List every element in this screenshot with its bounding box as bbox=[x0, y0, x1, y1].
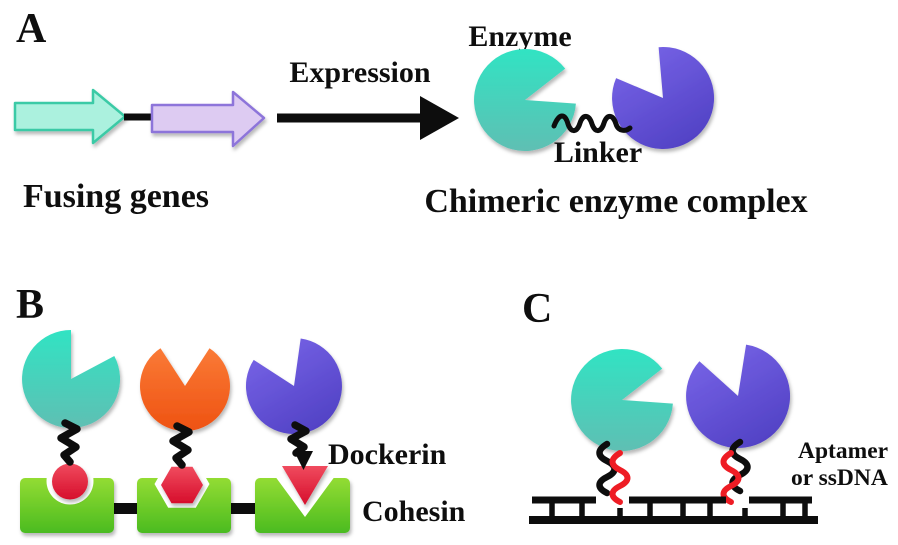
enzyme-pacman-purple-icon bbox=[686, 344, 791, 448]
fusing-genes-label: Fusing genes bbox=[23, 178, 209, 215]
enzyme-label: Enzyme bbox=[468, 20, 571, 53]
dockerin-circle-icon bbox=[52, 463, 88, 500]
enzyme-pacman-teal-icon bbox=[571, 349, 673, 452]
linker-squiggle-icon bbox=[551, 113, 633, 134]
chimeric-complex-caption: Chimeric enzyme complex bbox=[424, 183, 807, 220]
expression-label: Expression bbox=[289, 56, 430, 89]
dockerin-label: Dockerin bbox=[328, 438, 447, 471]
cohesin-connector-bar bbox=[112, 503, 140, 514]
gene-arrow-purple-icon bbox=[150, 90, 266, 148]
cohesin-connector-bar bbox=[228, 503, 258, 514]
enzyme-pacman-orange-icon bbox=[140, 348, 231, 432]
enzyme-pacman-teal-icon bbox=[22, 330, 121, 428]
aptamer-squiggle-red-icon bbox=[609, 450, 631, 505]
panel-a-letter: A bbox=[16, 6, 47, 52]
panel-c-letter: C bbox=[522, 286, 552, 332]
panel-b: B Dockerin Cohesin bbox=[16, 282, 466, 533]
dna-scaffold bbox=[529, 496, 818, 524]
linker-label: Linker bbox=[554, 136, 642, 169]
aptamer-label-line1: Aptamer bbox=[798, 438, 888, 464]
enzyme-pacman-purple-icon bbox=[245, 338, 342, 435]
dockerin-linker-squiggle-icon bbox=[287, 421, 310, 457]
enzyme-pacman-teal-icon bbox=[474, 49, 576, 152]
dockerin-hexagon-icon bbox=[161, 466, 203, 504]
panel-b-letter: B bbox=[16, 282, 44, 328]
panel-c: C Aptamer or ssDNA bbox=[522, 286, 888, 524]
aptamer-squiggle-red-icon bbox=[720, 450, 742, 505]
dockerin-linker-squiggle-icon bbox=[57, 419, 81, 466]
expression-arrow-icon bbox=[277, 96, 459, 140]
cohesin-label: Cohesin bbox=[362, 495, 466, 528]
docking-arrow-icon bbox=[294, 451, 313, 470]
dockerin-linker-squiggle-icon bbox=[169, 422, 193, 469]
enzyme-pacman-purple-icon bbox=[612, 47, 715, 150]
aptamer-label-line2: or ssDNA bbox=[791, 465, 888, 491]
panel-a: A Fusing genes Expression Enzyme Linker … bbox=[13, 6, 808, 220]
dockerin-triangle-icon bbox=[282, 466, 328, 505]
gene-arrow-teal-icon bbox=[13, 88, 127, 145]
